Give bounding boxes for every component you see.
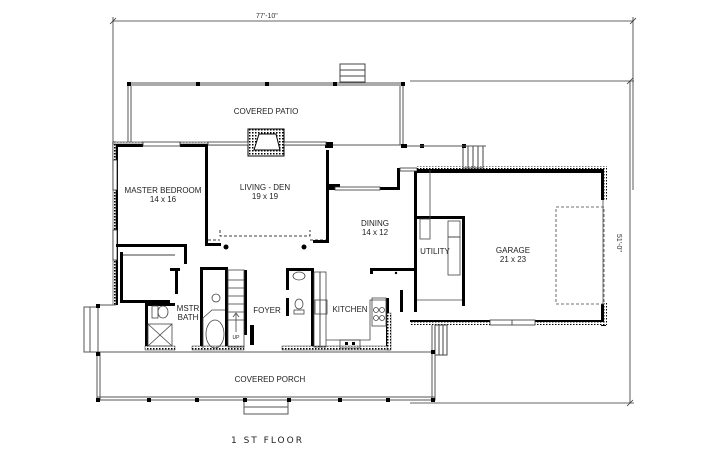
room-name: GARAGE	[495, 246, 531, 255]
room-size: 14 x 12	[361, 228, 389, 237]
room-dining: DINING 14 x 12	[361, 219, 389, 237]
depth-dimension: 51'-0"	[615, 234, 622, 252]
room-name: MASTER BEDROOM	[124, 186, 202, 195]
room-garage: GARAGE 21 x 23	[496, 246, 530, 264]
room-size: BATH	[177, 313, 199, 322]
room-master-bath: MSTR BATH	[177, 304, 200, 322]
room-size: 19 x 19	[251, 192, 279, 201]
room-covered-patio: COVERED PATIO	[233, 107, 299, 116]
room-covered-porch: COVERED PORCH	[234, 375, 306, 384]
room-kitchen: KITCHEN	[332, 305, 368, 314]
room-utility: UTILITY	[420, 247, 450, 256]
floor-title: 1 ST FLOOR	[231, 436, 304, 446]
room-name: LIVING - DEN	[239, 183, 291, 192]
width-dimension: 77'-10"	[256, 13, 278, 20]
room-foyer: FOYER	[253, 306, 281, 315]
room-master-bedroom: MASTER BEDROOM 14 x 16	[125, 186, 202, 204]
room-name: MSTR	[176, 304, 200, 313]
room-living-den: LIVING - DEN 19 x 19	[240, 183, 290, 201]
stair-up-label: UP	[232, 335, 240, 341]
room-size: 21 x 23	[499, 255, 527, 264]
room-name: DINING	[361, 219, 389, 228]
room-size: 14 x 16	[149, 195, 177, 204]
